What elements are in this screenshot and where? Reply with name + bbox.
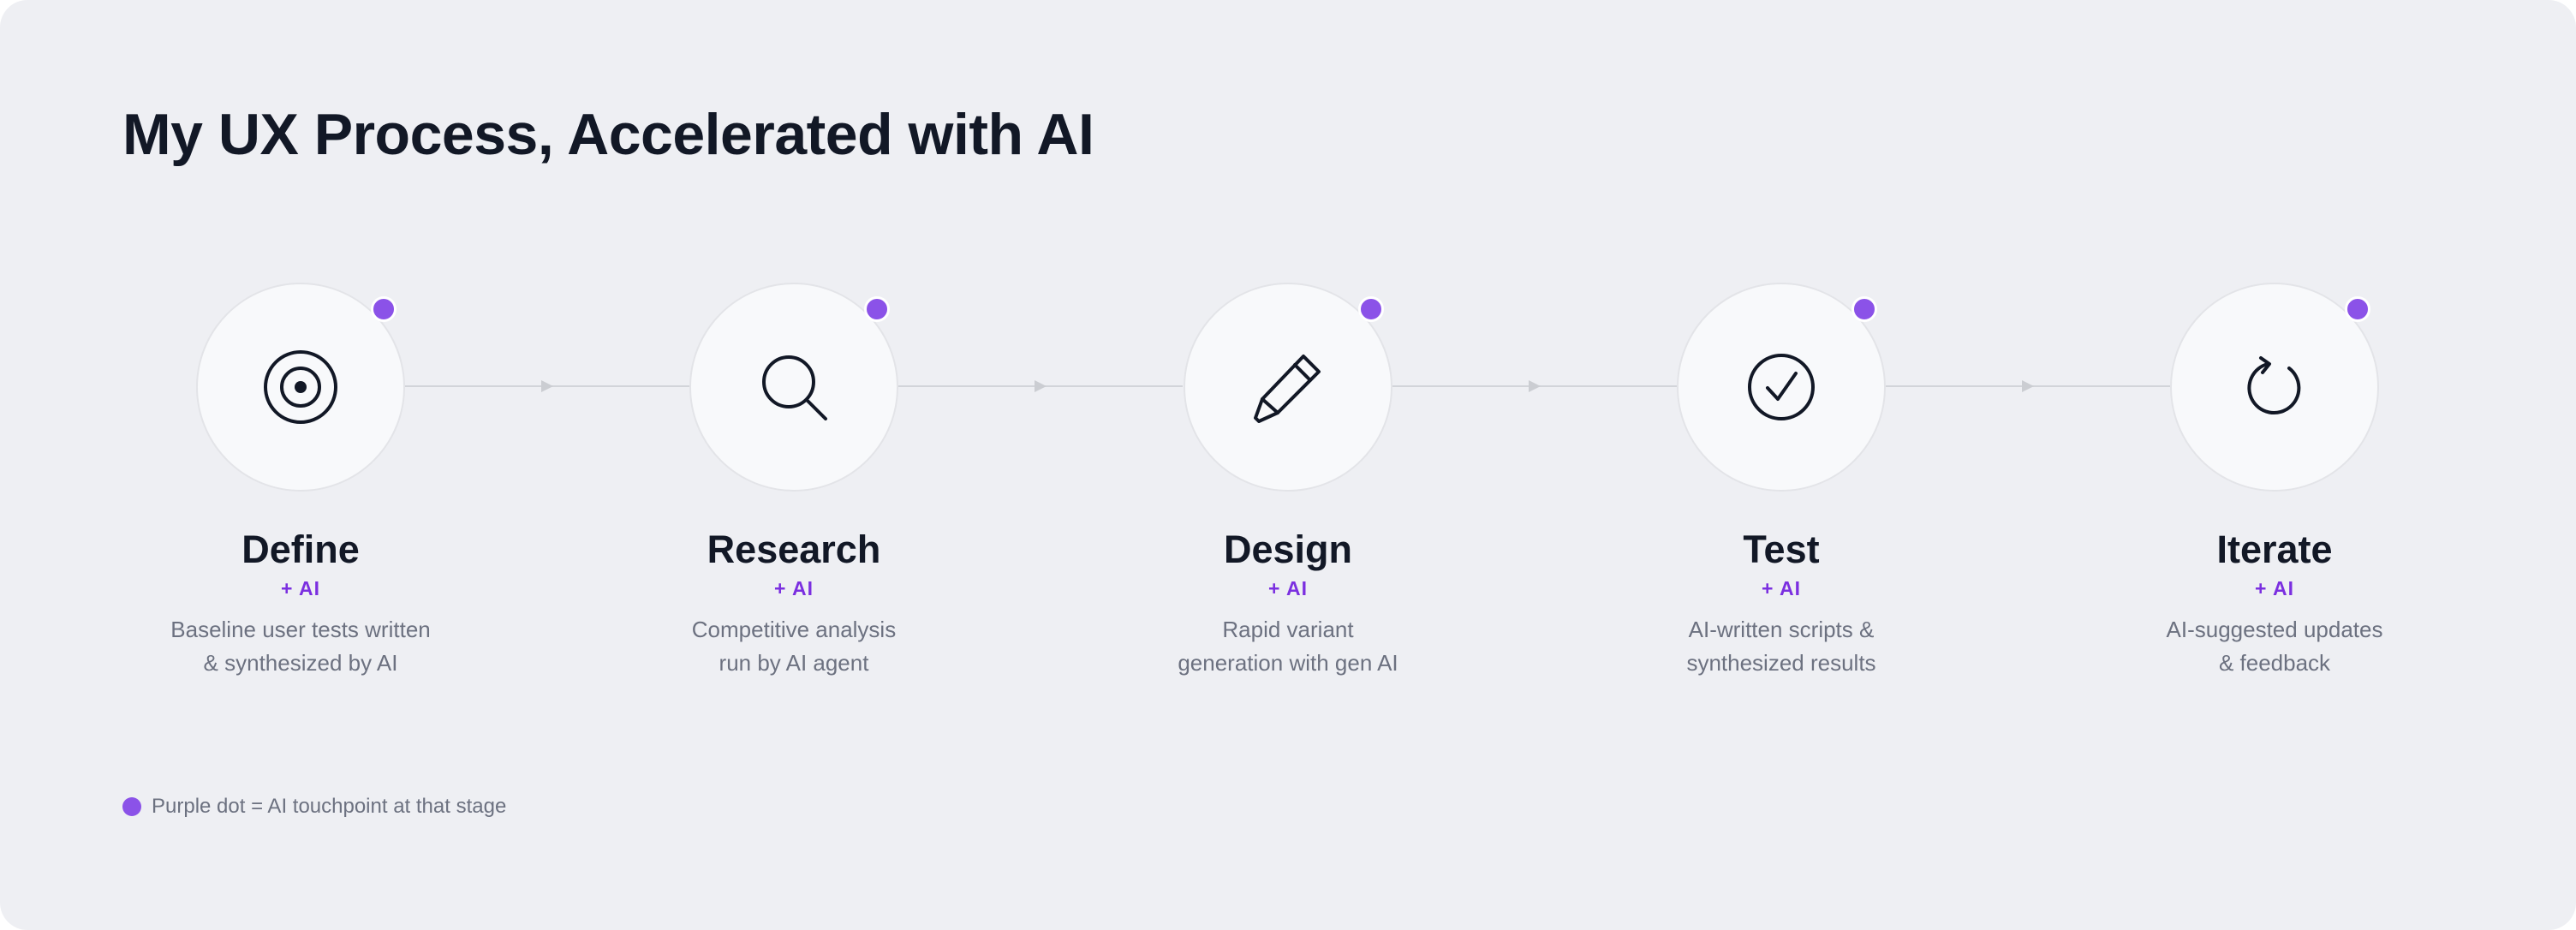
stage-ai-label: + AI (1268, 577, 1308, 599)
refresh-icon (2237, 349, 2312, 425)
stage-description: Baseline user tests written & synthesize… (104, 613, 498, 680)
legend-text: Purple dot = AI touchpoint at that stage (152, 795, 507, 818)
stage-description: Competitive analysis run by AI agent (597, 613, 991, 680)
stage-title: Test (1743, 528, 1820, 571)
stage-circle (196, 283, 405, 492)
stage-description-line: synthesized results (1686, 650, 1876, 676)
stage-circle (1184, 283, 1392, 492)
stage-description-line: Baseline user tests written (170, 617, 431, 642)
stage-description-line: generation with gen AI (1178, 650, 1398, 676)
stage-ai-label: + AI (2255, 577, 2294, 599)
legend-dot-icon (122, 797, 141, 816)
arrow-right-icon (1529, 380, 1541, 392)
stage-title: Research (707, 528, 881, 571)
stage-circle (689, 283, 898, 492)
stage-description-line: run by AI agent (719, 650, 869, 676)
stage-description-line: Competitive analysis (691, 617, 897, 642)
stage-title: Iterate (2216, 528, 2333, 571)
stage-define: Define + AI Baseline user tests written … (104, 283, 498, 685)
stage-description-line: & synthesized by AI (203, 650, 398, 676)
stage-description-line: AI-suggested updates (2166, 617, 2383, 642)
stage-title: Design (1223, 528, 1353, 571)
stage-iterate: Iterate + AI AI-suggested updates & feed… (2078, 283, 2472, 685)
ai-touchpoint-dot (2345, 296, 2370, 322)
stage-test: Test + AI AI-written scripts & synthesiz… (1584, 283, 1978, 685)
arrow-right-icon (1035, 380, 1046, 392)
stage-title: Define (242, 528, 360, 571)
stage-design: Design + AI Rapid variant generation wit… (1091, 283, 1485, 685)
check-circle-icon (1744, 349, 1819, 425)
stage-research: Research + AI Competitive analysis run b… (597, 283, 991, 685)
stage-description-line: Rapid variant (1222, 617, 1354, 642)
stage-circle (1677, 283, 1886, 492)
ai-touchpoint-dot (371, 296, 397, 322)
stage-description: AI-written scripts & synthesized results (1584, 613, 1978, 680)
target-icon (263, 349, 338, 425)
page-title: My UX Process, Accelerated with AI (122, 102, 1094, 167)
search-icon (756, 349, 832, 425)
stage-ai-label: + AI (1762, 577, 1801, 599)
pencil-icon (1250, 349, 1326, 425)
arrow-right-icon (2022, 380, 2034, 392)
stage-circle (2170, 283, 2379, 492)
ai-touchpoint-dot (1358, 296, 1384, 322)
legend: Purple dot = AI touchpoint at that stage (122, 794, 506, 820)
stage-description-line: AI-written scripts & (1688, 617, 1875, 642)
stage-ai-label: + AI (774, 577, 814, 599)
ai-touchpoint-dot (864, 296, 890, 322)
stage-ai-label: + AI (281, 577, 320, 599)
ai-touchpoint-dot (1852, 296, 1877, 322)
stage-description: Rapid variant generation with gen AI (1091, 613, 1485, 680)
stage-description-line: & feedback (2218, 650, 2331, 676)
arrow-right-icon (541, 380, 553, 392)
stage-description: AI-suggested updates & feedback (2078, 613, 2472, 680)
